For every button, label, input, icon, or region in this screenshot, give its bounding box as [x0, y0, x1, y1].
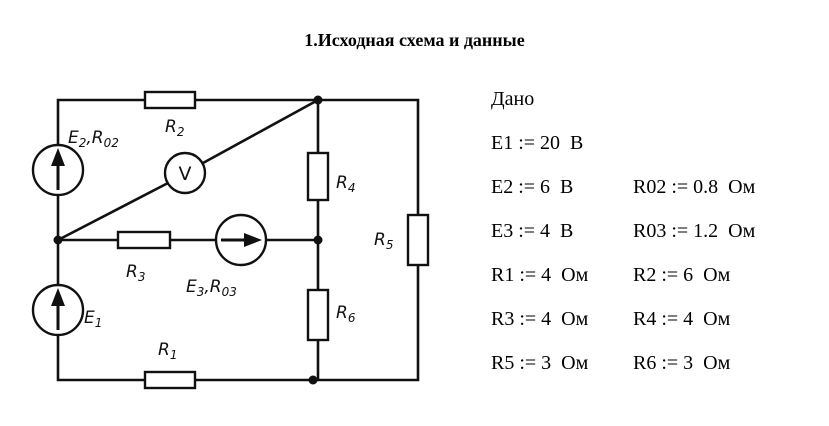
- nodes: [53, 95, 323, 385]
- wires: [56, 98, 420, 382]
- given-row: E1 := 20 В: [491, 132, 584, 154]
- given-heading: Дано: [491, 88, 535, 110]
- label-r1: R1: [158, 340, 177, 362]
- resistor-r6: [306, 288, 330, 342]
- section-title: 1.Исходная схема и данные: [304, 30, 525, 50]
- label-r2: R2: [165, 117, 184, 139]
- label-r3: R3: [126, 262, 145, 284]
- source-e2: [31, 143, 85, 197]
- label-e1: E1: [84, 308, 102, 330]
- resistor-r1: [143, 370, 197, 390]
- resistor-r3: [116, 230, 172, 250]
- label-r6: R6: [336, 303, 356, 325]
- source-e3: [214, 213, 268, 267]
- voltmeter: V: [163, 151, 207, 195]
- label-e3-r03: E3,R03: [186, 277, 237, 299]
- resistor-r4: [306, 151, 330, 202]
- svg-text:V: V: [179, 163, 192, 185]
- label-e2-r02: E2,R02: [68, 128, 119, 150]
- source-e1: [31, 283, 85, 337]
- label-r4: R4: [336, 173, 355, 195]
- label-r5: R5: [374, 230, 393, 252]
- resistor-r2: [143, 90, 197, 110]
- resistor-r5: [406, 213, 430, 267]
